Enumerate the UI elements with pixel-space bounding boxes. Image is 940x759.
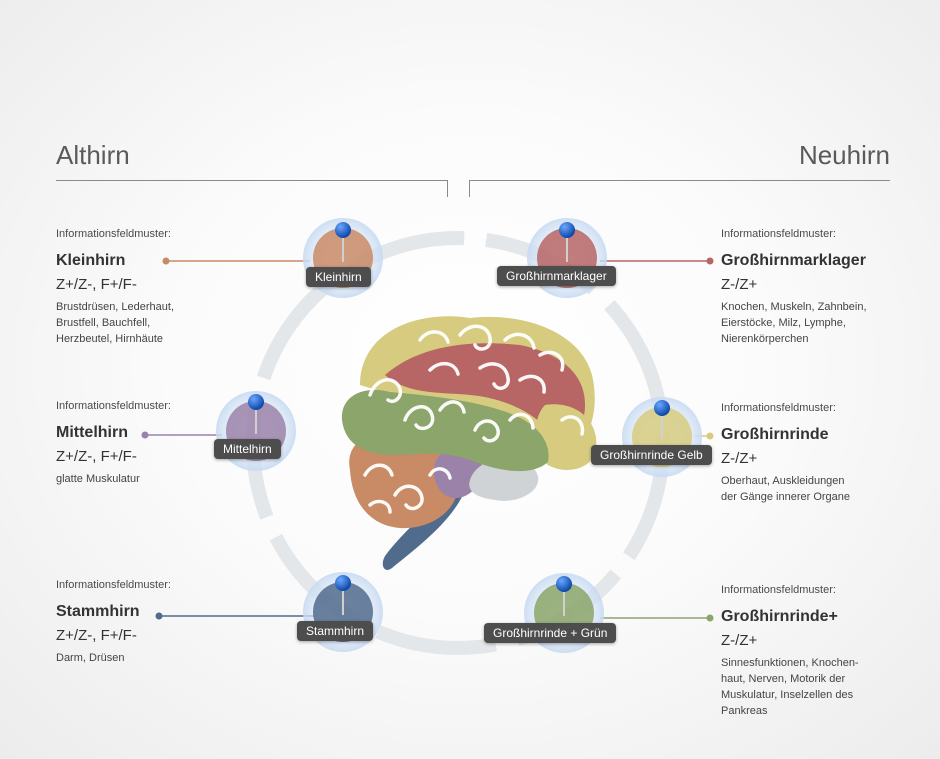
tag-grosshirnrinde-gruen[interactable]: Großhirnrinde + Grün xyxy=(484,623,617,643)
field-label: Informationsfeldmuster: xyxy=(56,579,171,591)
region-name: Großhirnrinde xyxy=(721,426,829,443)
tag-kleinhirn[interactable]: Kleinhirn xyxy=(306,267,371,287)
region-code: Z-/Z+ xyxy=(721,632,758,649)
map-pin-icon xyxy=(556,576,572,592)
althirn-title: Althirn xyxy=(56,140,130,170)
info-stammhirn: Informationsfeldmuster: Stammhirn Z+/Z-,… xyxy=(56,579,246,666)
region-code: Z-/Z+ xyxy=(721,276,758,293)
tag-grosshirnmarklager[interactable]: Großhirnmarklager xyxy=(497,266,616,286)
info-grosshirnrinde-plus: Informationsfeldmuster: Großhirnrinde+ Z… xyxy=(721,584,896,719)
field-label: Informationsfeldmuster: xyxy=(721,584,836,596)
region-code: Z-/Z+ xyxy=(721,450,758,467)
info-kleinhirn: Informationsfeldmuster: Kleinhirn Z+/Z-,… xyxy=(56,228,246,347)
connector-lines xyxy=(141,257,714,622)
region-code: Z+/Z-, F+/F- xyxy=(56,627,137,644)
info-mittelhirn: Informationsfeldmuster: Mittelhirn Z+/Z-… xyxy=(56,400,246,487)
info-grosshirnmarklager: Informationsfeldmuster: Großhirnmarklage… xyxy=(721,228,896,347)
bubble-grosshirnrinde-gelb[interactable] xyxy=(622,397,702,477)
field-label: Informationsfeldmuster: xyxy=(56,400,171,412)
region-code: Z+/Z-, F+/F- xyxy=(56,276,137,293)
region-description: Knochen, Muskeln, Zahnbein, Eierstöcke, … xyxy=(721,301,867,345)
map-pin-icon xyxy=(559,222,575,238)
field-label: Informationsfeldmuster: xyxy=(721,402,836,414)
field-label: Informationsfeldmuster: xyxy=(56,228,171,240)
neuhirn-title: Neuhirn xyxy=(798,140,890,170)
tag-mittelhirn[interactable]: Mittelhirn xyxy=(214,439,281,459)
region-name: Stammhirn xyxy=(56,603,140,620)
brain-illustration xyxy=(341,316,597,570)
region-description: Oberhaut, Auskleidungen der Gänge innere… xyxy=(721,475,851,503)
region-description: Darm, Drüsen xyxy=(56,652,125,664)
tag-stammhirn[interactable]: Stammhirn xyxy=(297,621,374,641)
region-name: Kleinhirn xyxy=(56,252,126,269)
map-pin-icon xyxy=(654,400,670,416)
map-pin-icon xyxy=(335,575,351,591)
tag-grosshirnrinde-gelb[interactable]: Großhirnrinde Gelb xyxy=(591,445,712,465)
althirn-bracket xyxy=(56,180,448,197)
map-pin-icon xyxy=(335,222,351,238)
region-name: Großhirnmarklager xyxy=(721,252,866,269)
info-grosshirnrinde: Informationsfeldmuster: Großhirnrinde Z-… xyxy=(721,402,896,505)
field-label: Informationsfeldmuster: xyxy=(721,228,836,240)
region-description: glatte Muskulatur xyxy=(56,473,140,485)
region-code: Z+/Z-, F+/F- xyxy=(56,448,137,465)
map-pin-icon xyxy=(248,394,264,410)
region-name: Großhirnrinde+ xyxy=(721,608,838,625)
neuhirn-bracket xyxy=(469,180,890,197)
region-name: Mittelhirn xyxy=(56,424,128,441)
bubble-grosshirnmarklager[interactable] xyxy=(527,218,607,298)
region-description: Sinnesfunktionen, Knochen- haut, Nerven,… xyxy=(721,657,859,717)
region-description: Brustdrüsen, Lederhaut, Brustfell, Bauch… xyxy=(56,301,175,345)
